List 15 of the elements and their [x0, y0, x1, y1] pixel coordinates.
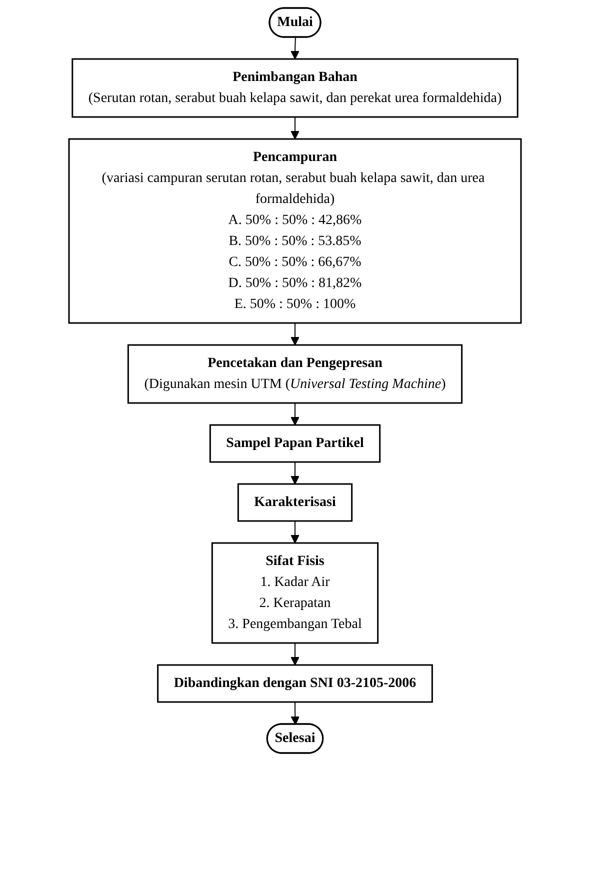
arrow — [290, 402, 299, 426]
node-box: Penimbangan Bahan (Serutan rotan, serabut buah kelapa sawit, dan perekat urea formaldehida) — [71, 58, 518, 118]
arrow — [290, 37, 299, 60]
node-box: Karakterisasi — [236, 483, 352, 522]
arrow — [290, 642, 299, 666]
arrow — [290, 520, 299, 544]
arrow — [290, 462, 299, 484]
node-box: Pencetakan dan Pengepresan (Digunakan mesin UTM (Universal Testing Machine) — [126, 344, 462, 404]
arrow — [290, 116, 299, 140]
arrow — [290, 702, 300, 725]
node-box: Dibandingkan dengan SNI 03-2105-2006 — [156, 664, 432, 703]
arrow — [290, 322, 299, 346]
node-box: Pencampuran (variasi campuran serutan rotan, serabut buah kelapa sawit, dan urea formaldehida) A. 50% : 50% : 42,86% B. 50% : 50% : 53.85% C. 50% : 50% : 66,67% D. 50% : 50% : 81,82% E. 50% : 50% : 100% — [68, 138, 522, 324]
node-box: Sampel Papan Partikel — [208, 424, 380, 463]
node-box: Sifat Fisis 1. Kadar Air 2. Kerapatan 3. Pengembangan Tebal — [210, 542, 378, 644]
